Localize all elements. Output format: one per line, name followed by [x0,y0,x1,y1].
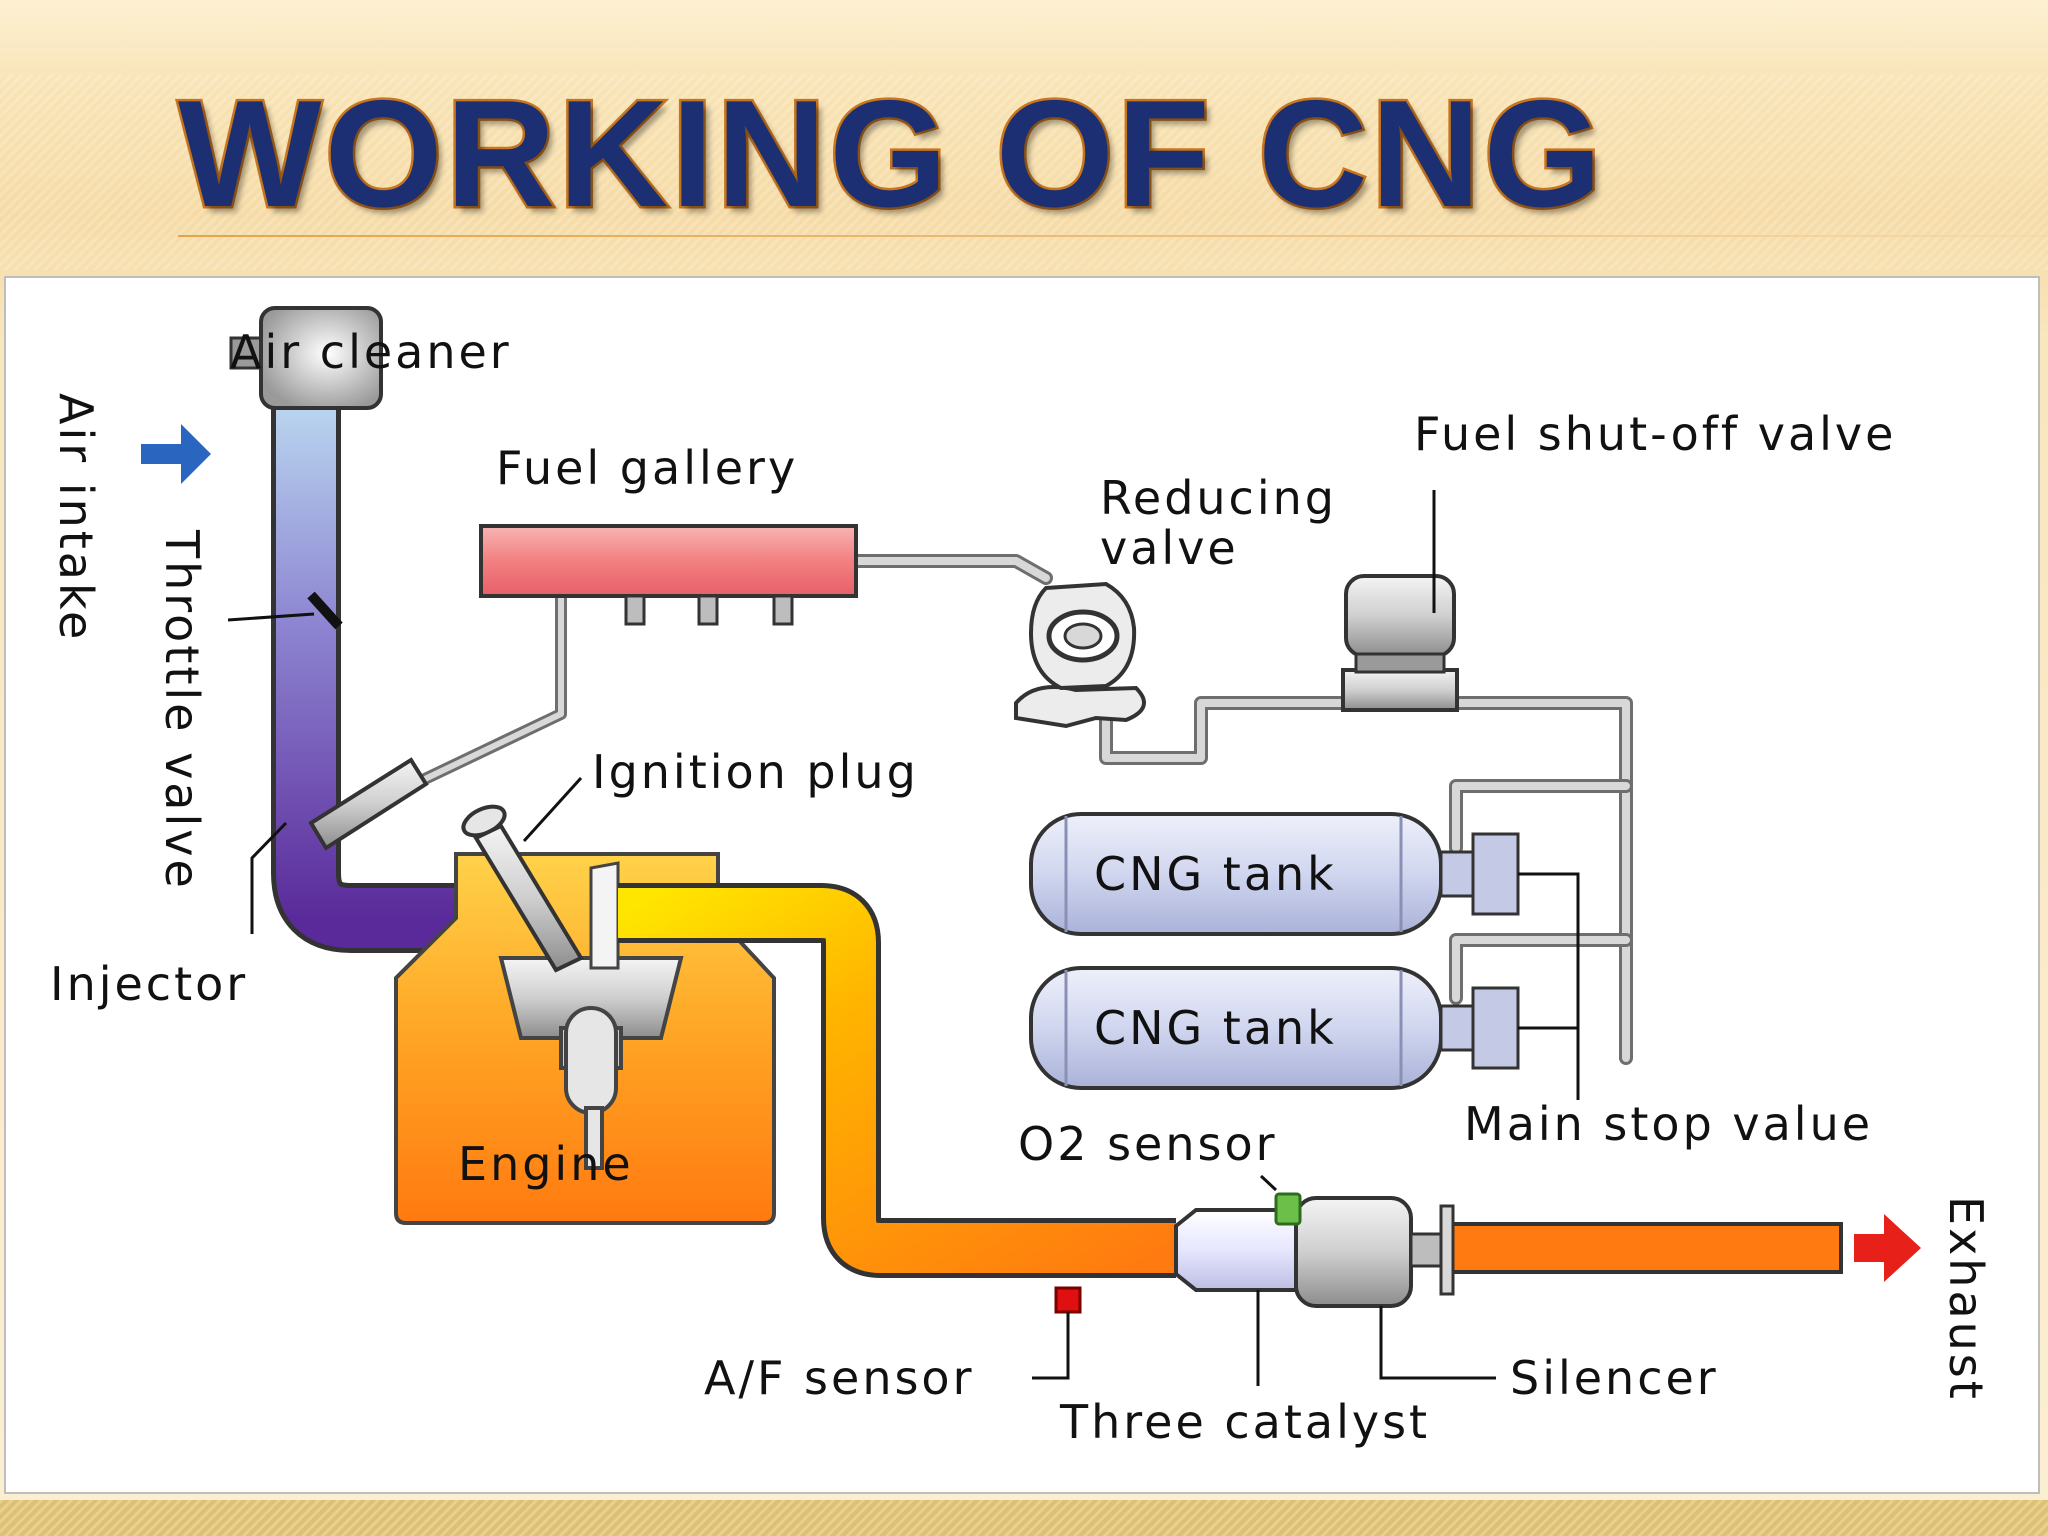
injector [308,757,429,851]
label-cng-tank-1: CNG tank [1094,847,1337,901]
label-silencer: Silencer [1510,1351,1719,1405]
air-cleaner [229,306,383,410]
slide-title: WORKING OF CNG [176,69,1605,239]
air-intake-arrow-icon [141,424,211,484]
intake-pipe [271,378,611,953]
footer-texture [0,1500,2048,1536]
label-engine: Engine [458,1137,634,1191]
ignition-plug [461,804,584,973]
label-throttle-valve: Throttle valve [155,529,209,891]
o2-sensor [1274,1192,1302,1226]
exhaust-pipe [618,883,1843,1278]
label-o2-sensor: O2 sensor [1018,1117,1278,1171]
title-underline [178,235,2048,237]
label-air-intake: Air intake [49,393,103,642]
leader-lines [227,490,1580,1386]
fuel-gallery [479,524,858,626]
label-fuel-gallery: Fuel gallery [496,441,798,495]
cng-system-diagram: Air cleaner Air intake Throttle valve In… [49,306,1993,1449]
fuel-shutoff-valve [1341,574,1459,712]
header-texture [0,75,2048,270]
label-fuel-shutoff-valve: Fuel shut-off valve [1414,407,1896,461]
label-injector: Injector [50,957,248,1011]
label-exhaust: Exhaust [1939,1196,1993,1402]
cng-tank-1 [1029,812,1520,936]
cng-tank-2 [1029,966,1520,1090]
label-air-cleaner: Air cleaner [230,325,512,379]
label-af-sensor: A/F sensor [704,1351,975,1405]
silencer [1294,1196,1455,1308]
label-main-stop-value: Main stop value [1464,1097,1873,1151]
label-ignition-plug: Ignition plug [592,745,919,799]
label-cng-tank-2: CNG tank [1094,1001,1337,1055]
exhaust-arrow-icon [1854,1214,1921,1282]
label-three-catalyst: Three catalyst [1059,1395,1430,1449]
label-reducing-valve-1: Reducing [1100,471,1337,525]
throttle-plate [307,591,343,630]
af-sensor [1054,1286,1082,1314]
diagram-panel: Air cleaner Air intake Throttle valve In… [4,276,2040,1494]
reducing-valve [1014,581,1146,729]
label-reducing-valve-2: valve [1100,521,1239,575]
engine-block [394,852,776,1225]
